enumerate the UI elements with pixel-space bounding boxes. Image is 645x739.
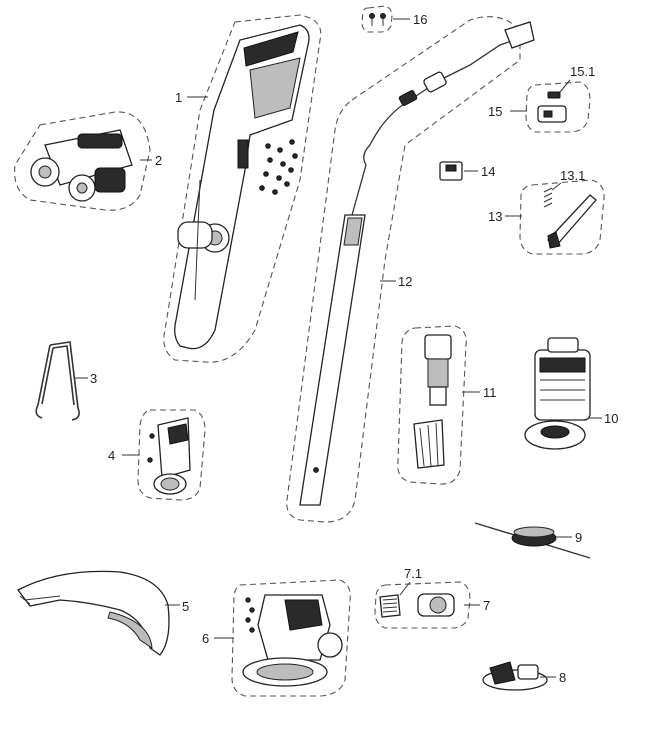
callout-3: 3 — [90, 371, 97, 386]
callout-5: 5 — [182, 599, 189, 614]
callout-15: 15 — [488, 104, 502, 119]
part-7-spool-cap: 7.1 7 — [374, 566, 490, 629]
part-2-wheel-guide: 2 — [14, 111, 162, 211]
part-1-handle-housing: 1 — [163, 14, 322, 363]
part-13-switch-lever: 13.1 13 — [488, 168, 605, 255]
part-3-wire-bail: 3 — [35, 341, 97, 421]
callout-11: 11 — [483, 385, 497, 400]
part-6-motor-housing: 6 — [202, 579, 351, 697]
part-14-switch: 14 — [439, 161, 495, 181]
callout-4: 4 — [108, 448, 115, 463]
callout-13-1: 13.1 — [560, 168, 585, 183]
callout-1: 1 — [175, 90, 182, 105]
part-15-cable-clamp: 15.1 15 — [488, 64, 595, 133]
callout-15-1: 15.1 — [570, 64, 595, 79]
part-4-auxiliary-handle: 4 — [108, 409, 206, 501]
callout-7: 7 — [483, 598, 490, 613]
callout-8: 8 — [559, 670, 566, 685]
screw-set — [259, 139, 298, 195]
part-5-guard: 5 — [17, 570, 189, 656]
part-9-spool-line: 9 — [474, 522, 591, 559]
callout-13: 13 — [488, 209, 502, 224]
callout-7-1: 7.1 — [404, 566, 422, 581]
part-11-coupling: 11 — [397, 325, 497, 485]
callout-9: 9 — [575, 530, 582, 545]
callout-16: 16 — [413, 12, 427, 27]
part-10-motor: 10 — [524, 337, 618, 450]
part-12-shaft-tube: 12 — [286, 16, 535, 523]
callout-12: 12 — [398, 274, 412, 289]
callout-2: 2 — [155, 153, 162, 168]
callout-10: 10 — [604, 411, 618, 426]
callout-6: 6 — [202, 631, 209, 646]
part-8-spool-base: 8 — [482, 661, 566, 691]
callout-14: 14 — [481, 164, 495, 179]
part-16-screws: 16 — [361, 5, 427, 33]
